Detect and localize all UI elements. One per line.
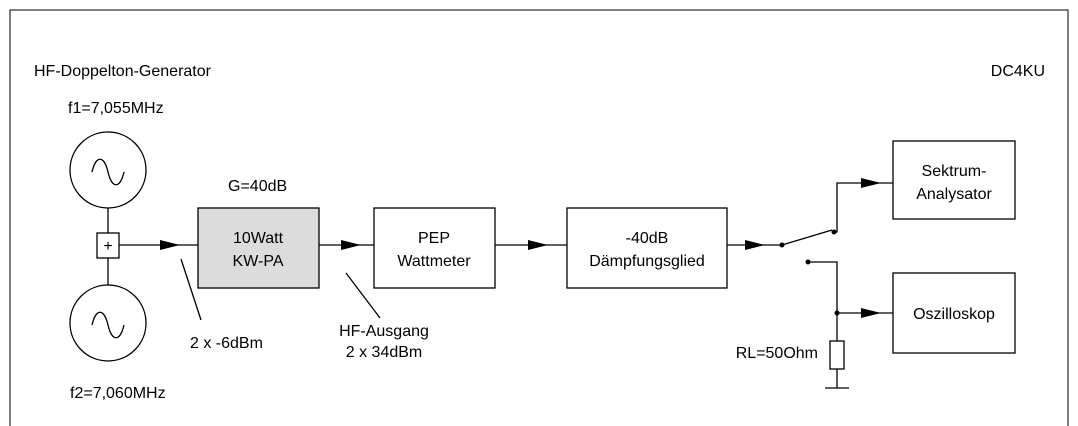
input-pointer-line — [180, 258, 202, 321]
combiner-symbol: + — [103, 238, 112, 255]
generator2-frequency-label: f2=7,060MHz — [70, 385, 166, 402]
arrow-to-switch — [745, 240, 765, 250]
oscilloscope-box — [892, 272, 1016, 354]
load-resistor — [829, 340, 845, 370]
amplifier-gain-label: G=40dB — [228, 178, 287, 195]
arrow-to-amplifier — [160, 240, 180, 250]
amplifier-label-line1: 10Watt — [233, 230, 284, 247]
wire-switch-oscilloscope — [808, 261, 893, 314]
attenuator-box — [566, 207, 728, 289]
output-annotation-line1: HF-Ausgang — [339, 323, 429, 340]
amplifier-label-line2: KW-PA — [233, 253, 284, 270]
spectrum-analyzer-box — [892, 140, 1016, 220]
sine-source-1-icon — [69, 131, 147, 209]
diagram-title: HF-Doppelton-Generator — [34, 63, 212, 80]
attenuator-label-line2: Dämpfungsglied — [589, 253, 705, 270]
sine-source-2-icon — [69, 284, 147, 362]
switch-lever — [781, 229, 833, 246]
wire-switch-analyzer — [834, 182, 893, 233]
amplifier-box — [197, 207, 320, 289]
spectrum-analyzer-label-line2: Analysator — [916, 186, 992, 203]
load-resistor-label: RL=50Ohm — [736, 345, 818, 362]
output-pointer-line — [345, 272, 381, 319]
frame-border — [9, 9, 1069, 426]
output-annotation-line2: 2 x 34dBm — [346, 344, 422, 361]
attenuator-label-line1: -40dB — [626, 230, 669, 247]
wattmeter-label-line2: Wattmeter — [397, 253, 471, 270]
arrow-to-analyzer — [861, 178, 881, 188]
arrow-to-wattmeter — [341, 240, 361, 250]
generator1-frequency-label: f1=7,055MHz — [68, 100, 164, 117]
arrow-to-attenuator — [528, 240, 548, 250]
arrow-to-oscilloscope — [861, 308, 881, 318]
wattmeter-label-line1: PEP — [418, 230, 450, 247]
author-label: DC4KU — [991, 63, 1045, 80]
spectrum-analyzer-label-line1: Sektrum- — [922, 163, 987, 180]
input-level-label: 2 x -6dBm — [190, 335, 263, 352]
oscilloscope-label: Oszilloskop — [913, 306, 995, 323]
wattmeter-box — [373, 207, 496, 289]
